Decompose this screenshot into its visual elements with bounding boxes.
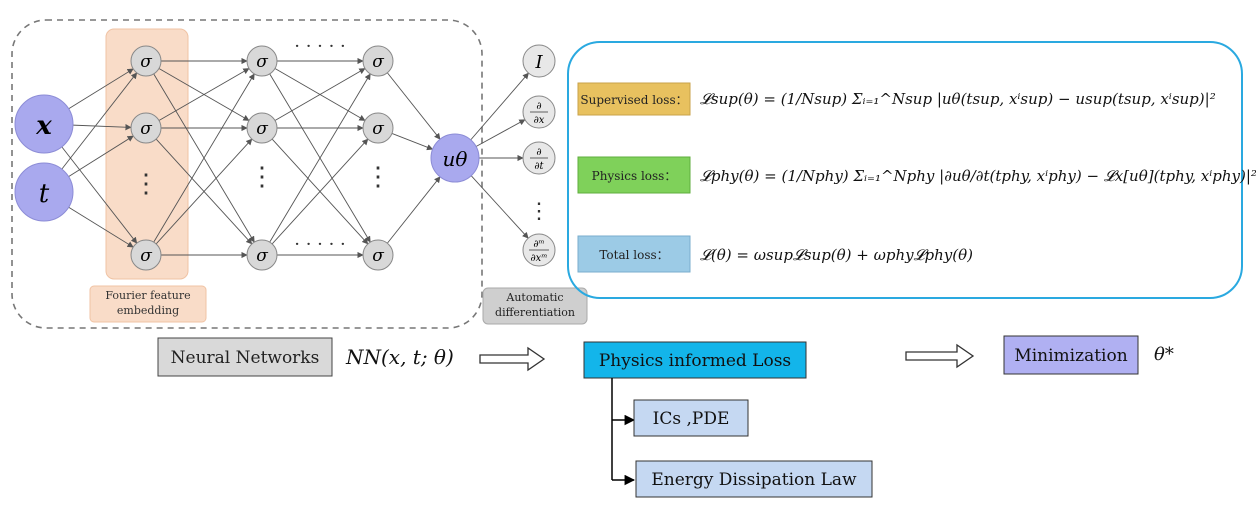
input-label-x: x: [35, 111, 52, 141]
supervised-loss-formula: 𝓛sup(θ) = (1/Nsup) Σᵢ₌₁^Nsup |uθ(tsup, x…: [700, 90, 1216, 108]
dxm-num: ∂ᵐ: [533, 239, 544, 250]
edge-output-autodiff-1: [475, 119, 526, 147]
hidden-node-label: σ: [256, 52, 268, 72]
hidden-node: σ: [130, 112, 162, 144]
minimization-label: Minimization: [1014, 346, 1127, 366]
neural-networks-box: [157, 337, 333, 377]
edge-h1-2-h2-1: [155, 138, 253, 245]
input-label-t: t: [39, 179, 50, 209]
edge-h3-1-output: [391, 133, 434, 151]
autodiff-dxm-node: ∂ᵐ ∂xᵐ: [522, 233, 556, 267]
dx-num: ∂: [536, 101, 541, 112]
dx-den: ∂x: [534, 115, 545, 126]
physics-loss-box: [577, 156, 691, 194]
input-node-x: x: [14, 94, 74, 154]
edge-output-autodiff-0: [470, 72, 529, 141]
ics-pde-label: ICs ,PDE: [653, 409, 730, 429]
hidden-node: σ: [362, 239, 394, 271]
ics-pde-box: [633, 399, 749, 437]
hidden-node-label: σ: [372, 246, 384, 266]
edge-input-1-h1-2: [68, 206, 134, 248]
edge-input-0-h1-2: [61, 146, 138, 244]
fourier-label-box: [89, 285, 207, 323]
nn-formula: NN(x, t; θ): [345, 345, 454, 369]
edge-h1-2-h2-0: [153, 73, 255, 243]
hidden-node: σ: [130, 239, 162, 271]
output-label: uθ: [443, 147, 468, 171]
edge-h1-1-h2-0: [158, 68, 250, 121]
physics-loss-label: Physics loss：: [592, 169, 677, 183]
vertical-ellipsis-layer3: ⋮: [365, 162, 391, 192]
vertical-ellipsis-layer2: ⋮: [249, 162, 275, 192]
hidden-node-label: σ: [372, 119, 384, 139]
edge-h3-2-output: [386, 176, 441, 244]
loss-panel: [567, 41, 1243, 299]
edge-h3-0-output: [386, 72, 441, 140]
autodiff-label-box: [482, 287, 588, 325]
physics-informed-loss-label: Physics informed Loss: [599, 351, 791, 371]
hidden-node-label: σ: [140, 119, 152, 139]
hidden-node: σ: [130, 45, 162, 77]
hidden-node-label: σ: [372, 52, 384, 72]
dt-den: ∂t: [534, 161, 544, 172]
edge-input-1-h1-0: [61, 72, 138, 170]
theta-star: θ*: [1154, 344, 1174, 365]
dt-num: ∂: [536, 147, 541, 158]
minimization-box: [1003, 335, 1139, 375]
network-edges: [61, 57, 529, 259]
hidden-node-label: σ: [256, 246, 268, 266]
output-node: uθ: [430, 133, 480, 183]
edge-h2-1-h3-0: [274, 68, 366, 121]
hollow-arrow-2: [905, 343, 975, 369]
vertical-ellipsis-layer1: ⋮: [133, 169, 159, 199]
edge-input-0-h1-0: [68, 68, 134, 110]
total-loss-label: Total loss：: [599, 248, 668, 262]
autodiff-ellipsis: ⋮: [528, 199, 550, 224]
dxm-den: ∂xᵐ: [531, 253, 548, 264]
autodiff-identity-label: I: [534, 52, 543, 73]
total-loss-box: [577, 235, 691, 273]
supervised-loss-box: [577, 82, 691, 116]
edge-input-1-h1-1: [68, 135, 134, 177]
horizontal-ellipsis-bottom: · · · · ·: [294, 234, 346, 255]
hidden-node: σ: [246, 239, 278, 271]
hidden-node-label: σ: [140, 246, 152, 266]
hollow-arrow-1: [479, 346, 546, 372]
hidden-node: σ: [246, 45, 278, 77]
hidden-node: σ: [362, 112, 394, 144]
horizontal-ellipsis-top: · · · · ·: [294, 36, 346, 57]
neural-networks-label: Neural Networks: [171, 348, 320, 368]
autodiff-dx-node: ∂ ∂x: [522, 95, 556, 129]
edge-input-0-h1-1: [72, 124, 132, 131]
hidden-node-label: σ: [140, 52, 152, 72]
autodiff-identity-node: I: [522, 44, 556, 78]
energy-dissipation-box: [635, 460, 873, 498]
autodiff-dt-node: ∂ ∂t: [522, 141, 556, 175]
edge-h2-2-h3-0: [269, 73, 371, 243]
physics-loss-formula: 𝓛phy(θ) = (1/Nphy) Σᵢ₌₁^Nphy |∂uθ/∂t(tph…: [700, 167, 1256, 185]
fourier-band: [105, 28, 189, 280]
energy-dissipation-label: Energy Dissipation Law: [651, 470, 857, 490]
hidden-nodes: σ σ σ σ σ σ σ σ σ: [130, 45, 394, 271]
supervised-loss-label: Supervised loss：: [580, 93, 687, 107]
edge-output-autodiff-3: [470, 175, 529, 239]
autodiff-nodes: I ∂ ∂x ∂ ∂t ⋮ ∂ᵐ ∂xᵐ: [522, 44, 556, 267]
total-loss-formula: 𝓛(θ) = ωsup𝓛sup(θ) + ωphy𝓛phy(θ): [700, 246, 973, 264]
physics-informed-loss-box: [583, 341, 807, 379]
hidden-node: σ: [362, 45, 394, 77]
input-node-t: t: [14, 162, 74, 222]
hidden-node-label: σ: [256, 119, 268, 139]
edge-h2-2-h3-1: [271, 138, 369, 245]
hidden-node: σ: [246, 112, 278, 144]
network-container: [11, 19, 483, 329]
